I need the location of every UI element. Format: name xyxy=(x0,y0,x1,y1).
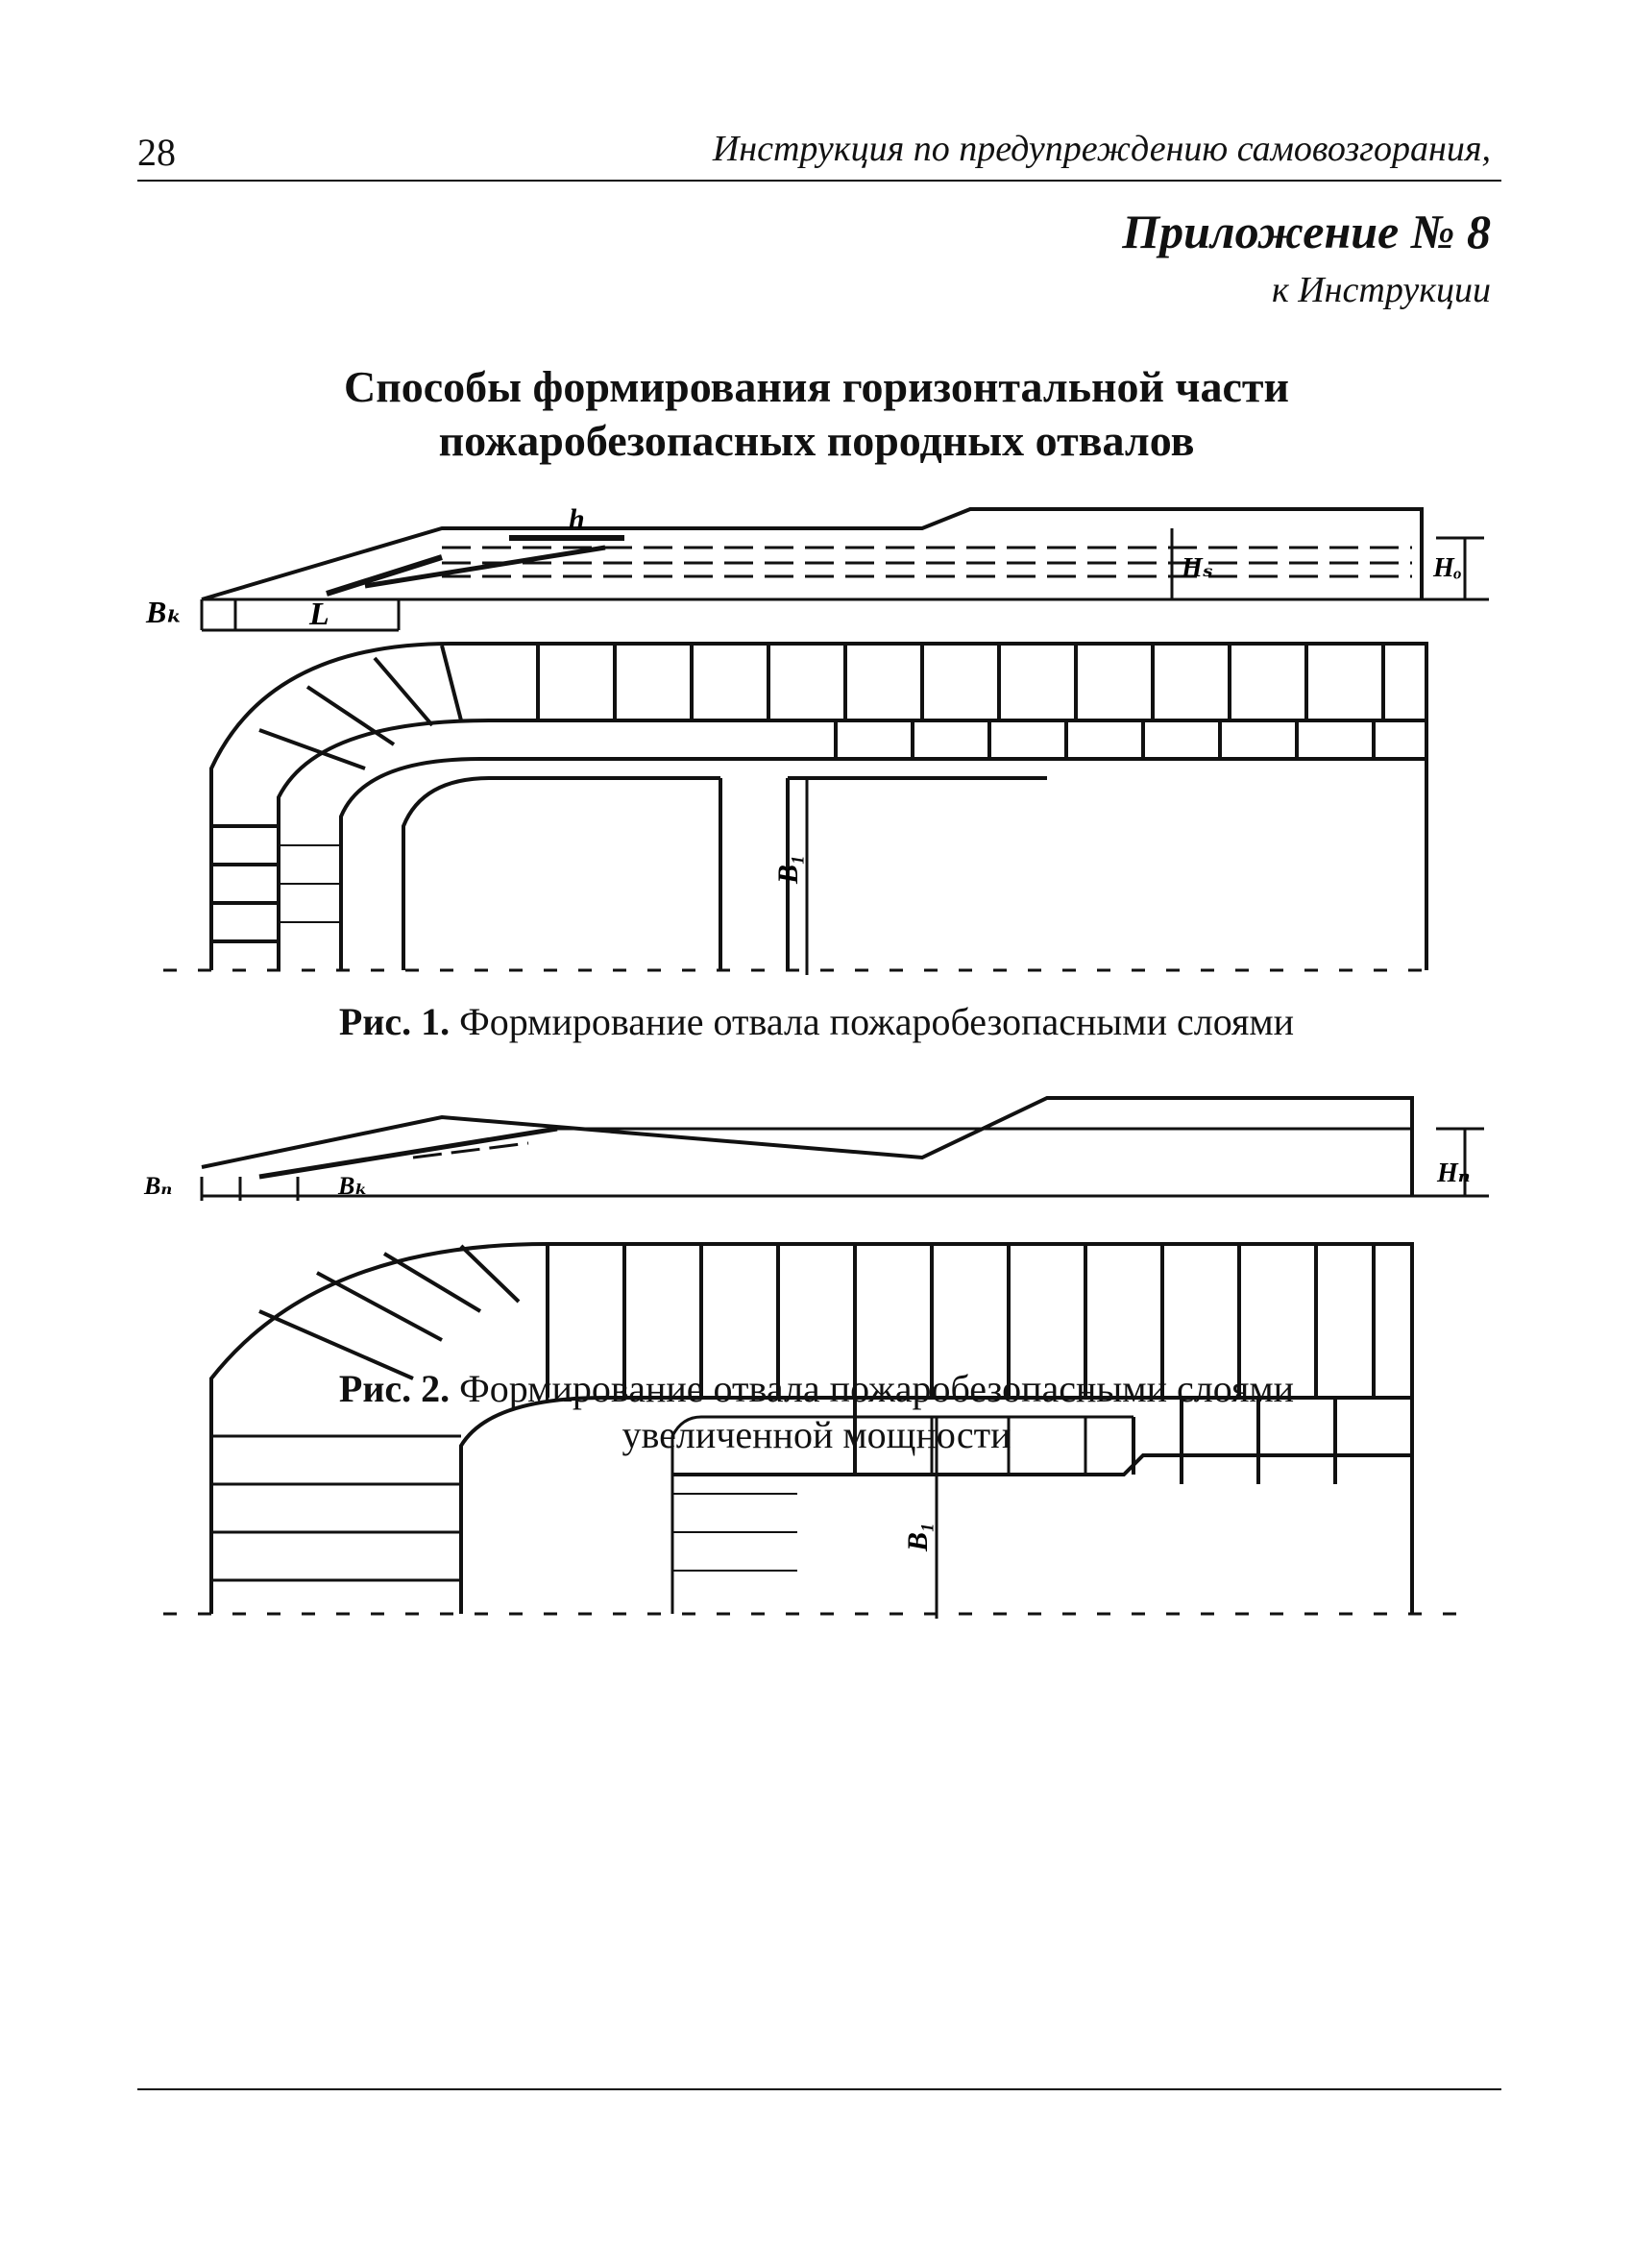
figure-1-caption-label: Рис. 1. xyxy=(338,1000,451,1043)
figure-2-drawing: Bₙ Bₖ Hₙ B₁ xyxy=(143,1096,1489,1619)
footer-rule xyxy=(137,2088,1501,2090)
figure-2-caption-line-1: Рис. 2. Формирование отвала пожаробезопа… xyxy=(144,1366,1489,1412)
figure-2-caption: Рис. 2. Формирование отвала пожаробезопа… xyxy=(144,1366,1489,1458)
fig1-label-l: L xyxy=(308,597,329,632)
appendix-subtitle: к Инструкции xyxy=(1271,270,1491,310)
document-title-line-1: Способы формирования горизонтальной част… xyxy=(344,362,1289,411)
fig2-label-bk: Bₖ xyxy=(337,1172,368,1200)
fig1-label-bk: Bₖ xyxy=(145,595,183,629)
figure-1-caption-text: Формирование отвала пожаробезопасными сл… xyxy=(459,1000,1295,1043)
figure-2-caption-text-2: увеличенной мощности xyxy=(622,1413,1011,1456)
appendix-title: Приложение № 8 xyxy=(1122,205,1491,258)
figure-2-caption-label: Рис. 2. xyxy=(338,1367,451,1410)
fig1-plan xyxy=(163,642,1441,975)
fig1-profile xyxy=(200,507,1489,632)
fig1-label-ho: Hₒ xyxy=(1432,553,1462,583)
running-header: Инструкция по предупреждению самовозгора… xyxy=(712,129,1491,169)
document-title-line-2: пожаробезопасных породных отвалов xyxy=(438,416,1195,465)
document-title: Способы формирования горизонтальной част… xyxy=(192,360,1441,468)
fig2-label-hn: Hₙ xyxy=(1436,1158,1471,1188)
fig1-label-b1: B₁ xyxy=(772,855,804,885)
fig2-profile xyxy=(200,1096,1489,1201)
header-rule xyxy=(137,180,1501,182)
fig1-label-hc: Hₛ xyxy=(1181,553,1213,583)
fig2-label-bn: Bₙ xyxy=(143,1172,172,1200)
figure-2-caption-text-1: Формирование отвала пожаробезопасными сл… xyxy=(459,1367,1295,1410)
figure-1-caption: Рис. 1. Формирование отвала пожаробезопа… xyxy=(144,999,1489,1045)
fig2-label-b1: B₁ xyxy=(902,1523,934,1552)
page-number: 28 xyxy=(137,131,176,174)
fig1-label-h: h xyxy=(569,503,585,535)
fig2-plan xyxy=(163,1242,1470,1619)
figure-1-drawing: Bₖ L h Hₛ Hₒ xyxy=(145,503,1489,975)
